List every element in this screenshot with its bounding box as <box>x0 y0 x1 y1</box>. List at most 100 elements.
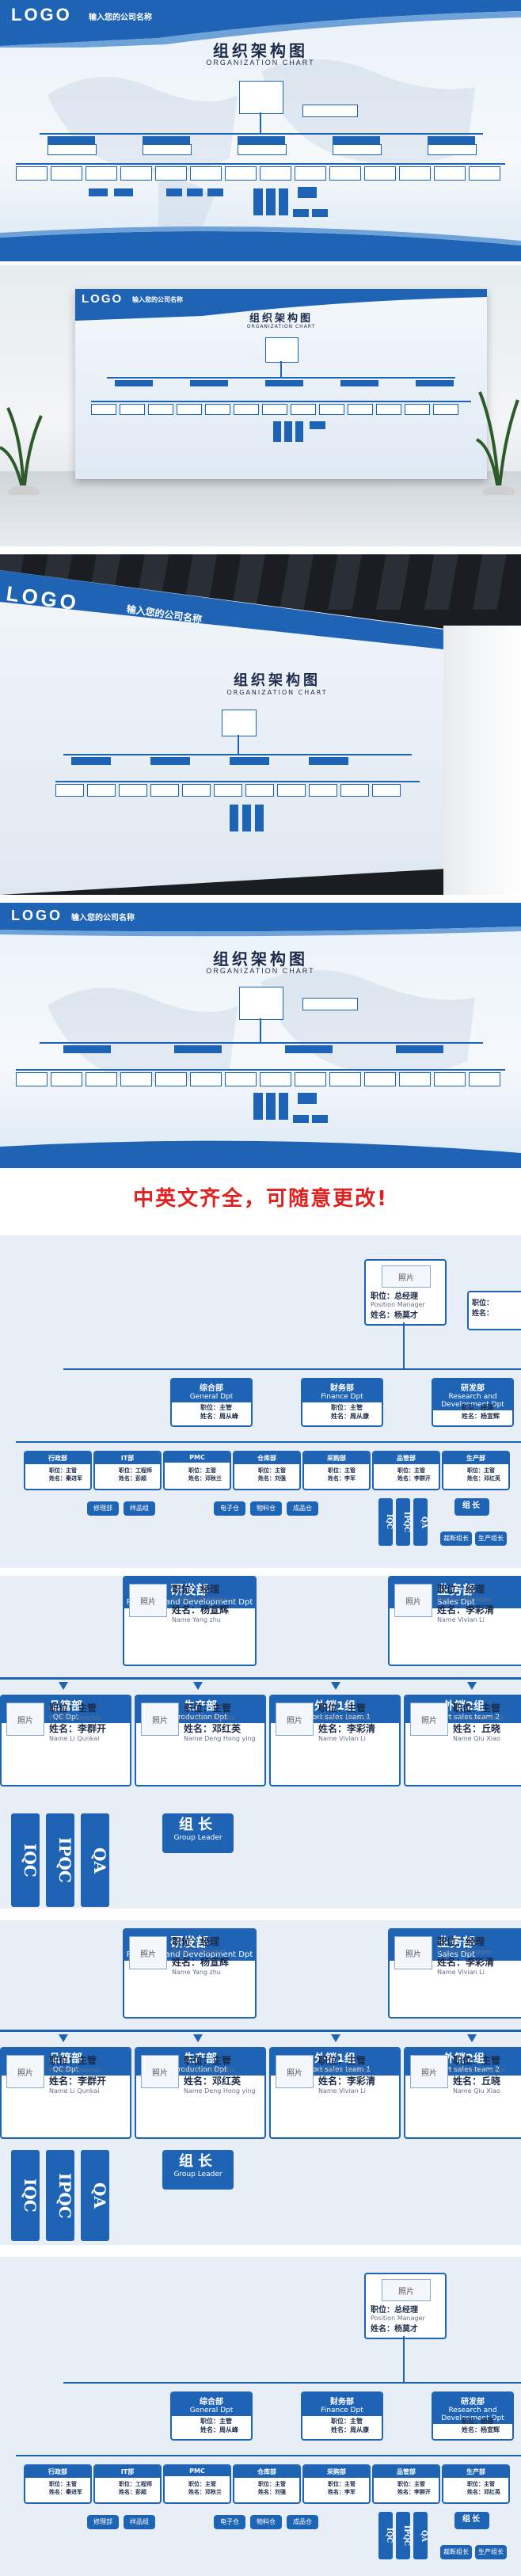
chart-subtitle: ORGANIZATION CHART <box>246 324 316 329</box>
tag-qa: QA <box>81 2150 109 2241</box>
preview-flat-banner-1: LOGO 输入您的公司名称 组织架构图 ORGANIZATION CHART <box>0 0 521 261</box>
header-bar <box>0 903 521 937</box>
detail-top-levels: 照片 职位：总经理 Position Manager 姓名：杨莫才 职位： 姓名… <box>0 1235 521 1568</box>
mini-top-box <box>239 81 283 114</box>
sub-material: 物料仓 <box>250 1501 282 1516</box>
sub-repair: 修理部 <box>87 2515 119 2529</box>
footer-swoosh <box>0 1140 521 1168</box>
gm-info: 职位：总经理 Position Manager 姓名：杨莫才 <box>371 1292 425 1320</box>
sub-electronic: 电子仓 <box>214 2515 245 2529</box>
logo: LOGO <box>11 5 72 25</box>
sub-electronic: 电子仓 <box>214 1501 245 1516</box>
sub-finished: 成品仓 <box>287 1501 318 1516</box>
caption-text: 中英文齐全，可随意更改! <box>133 1187 388 1211</box>
dept-pmc: PMC 职位：主管姓名：邓秋兰 <box>163 1451 231 1490</box>
group-leader: 组长 <box>454 2512 489 2529</box>
chart-title: 组织架构图 <box>234 672 321 689</box>
tag-ipqc: IPQC <box>46 1813 74 1907</box>
sub-sample: 样品组 <box>124 2515 155 2529</box>
dept-it: IT部职位：工程师姓名：彭超 <box>93 2464 162 2504</box>
dept-purchasing: 采购部 职位：主管姓名：李军 <box>302 1451 371 1490</box>
company-name: 输入您的公司名称 <box>89 13 152 22</box>
tag-ipqc: IPQC <box>46 2150 74 2241</box>
preview-lobby-mockup: LOGO 输入您的公司名称 组织架构图 ORGANIZATION CHART <box>0 265 521 546</box>
footer-swoosh <box>0 226 521 261</box>
sub-cutting: 裁断组长 <box>440 2545 472 2559</box>
logo: LOGO <box>11 907 63 923</box>
sub-material: 物料仓 <box>250 2515 282 2529</box>
dept-storage: 仓库部职位：主管姓名：刘强 <box>233 2464 301 2504</box>
wall-board: LOGO 输入您的公司名称 组织架构图 ORGANIZATION CHART <box>75 289 487 479</box>
plant-left <box>0 407 43 495</box>
wall-board: LOGO 输入您的公司名称 组织架构图 ORGANIZATION CHART <box>0 570 443 895</box>
floor <box>0 471 521 546</box>
tag-iqc: IQC <box>11 1813 40 1907</box>
dept-purchasing: 采购部职位：主管姓名：李军 <box>302 2464 371 2504</box>
sub-production-lead: 生产组长 <box>475 1532 507 1546</box>
dept-admin: 行政部职位：主管姓名：秦进军 <box>24 2464 92 2504</box>
preview-dark-room-mockup: LOGO 输入您的公司名称 组织架构图 ORGANIZATION CHART <box>0 554 521 895</box>
tag-qa: QA <box>413 1498 428 1546</box>
side-wall <box>443 626 521 895</box>
dept-production: 生产部 职位：主管姓名：邓红英 <box>442 1451 510 1490</box>
group-leader: 组长 <box>454 1498 489 1516</box>
dept-qc: 品管部职位：主管姓名：李群开 <box>372 2464 440 2504</box>
sub-repair: 修理部 <box>87 1501 119 1516</box>
dept-it: IT部 职位：工程师姓名：彭超 <box>93 1451 162 1490</box>
tag-qa: QA <box>413 2512 428 2559</box>
mini-org-chart <box>91 333 471 459</box>
company-name: 输入您的公司名称 <box>132 296 183 303</box>
mini-side-box <box>302 105 358 117</box>
mini-org-chart <box>16 982 505 1140</box>
chart-title: 组织架构图 <box>213 41 308 60</box>
chart-subtitle: ORGANIZATION CHART <box>226 689 328 696</box>
mini-org-chart <box>55 705 420 863</box>
tag-qa: QA <box>81 1813 109 1907</box>
logo: LOGO <box>82 292 124 306</box>
preview-flat-banner-2: LOGO 输入您的公司名称 组织架构图 ORGANIZATION CHART <box>0 903 521 1168</box>
tag-ipqc: IPQC <box>396 1498 410 1546</box>
dept-admin: 行政部 职位：主管姓名：秦进军 <box>24 1451 92 1490</box>
chart-title: 组织架构图 <box>249 313 313 325</box>
tag-iqc: IQC <box>378 2512 393 2559</box>
dept-storage: 仓库部 职位：主管姓名：刘强 <box>233 1451 301 1490</box>
photo-placeholder: 照片 <box>382 1265 431 1288</box>
chart-subtitle: ORGANIZATION CHART <box>206 967 315 975</box>
tag-iqc: IQC <box>378 1498 393 1546</box>
sub-production-lead: 生产组长 <box>475 2545 507 2559</box>
mini-org-chart <box>16 70 505 236</box>
sub-cutting: 裁断组长 <box>440 1532 472 1546</box>
tag-iqc: IQC <box>11 2150 40 2241</box>
caption-section: 中英文齐全，可随意更改! <box>0 1168 521 1231</box>
sub-finished: 成品仓 <box>287 2515 318 2529</box>
gm-box: 照片 职位：总经理 Position Manager 姓名：杨莫才 <box>364 1259 447 1326</box>
tag-ipqc: IPQC <box>396 2512 410 2559</box>
plant-right <box>475 391 519 495</box>
chart-subtitle: ORGANIZATION CHART <box>206 59 315 67</box>
